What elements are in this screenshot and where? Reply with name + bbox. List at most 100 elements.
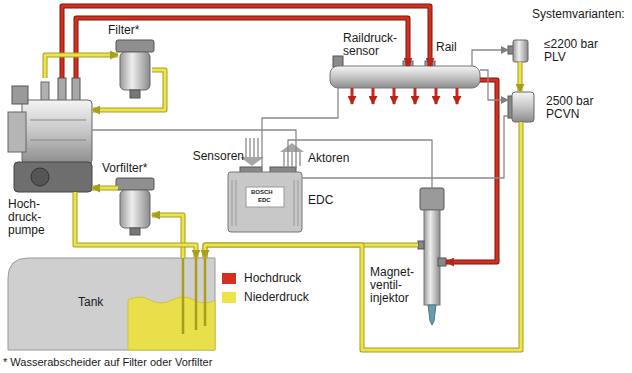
component-label: Hoch- druck- pumpe	[8, 198, 45, 237]
signal-arrows	[249, 138, 251, 158]
pump-illustration	[22, 100, 92, 164]
filter-illustration	[120, 52, 150, 90]
pump-illustration	[8, 78, 92, 192]
legend-swatch	[222, 273, 236, 284]
fuel-line-outline	[45, 55, 118, 78]
signal-arrows	[253, 138, 255, 158]
pump-illustration	[58, 78, 66, 102]
signal-arrows	[299, 151, 301, 166]
prefilter-illustration	[116, 178, 154, 190]
fuel-line	[92, 188, 118, 189]
legend-swatch	[222, 292, 236, 303]
fuel-line	[45, 55, 118, 78]
ecu-illustration	[294, 180, 295, 226]
pump-illustration	[31, 168, 49, 186]
pump-illustration	[12, 86, 28, 104]
signal-wire	[480, 70, 508, 100]
component-label: Rail	[436, 41, 457, 54]
filter-node: Filter*	[118, 40, 152, 98]
signal-wire	[288, 140, 432, 188]
signal-wire	[480, 70, 508, 100]
prefilter-node: Vorfilter*	[118, 178, 152, 235]
ecu-illustration	[246, 187, 284, 207]
fuel-line	[92, 70, 165, 110]
fuel-line-outline	[92, 70, 165, 110]
rail-outlet-arrows	[351, 88, 354, 104]
signal-wire	[288, 140, 432, 188]
signal-wire	[472, 50, 508, 66]
injector-illustration	[418, 241, 424, 249]
pump-node: Hoch- druck- pumpe	[8, 78, 92, 192]
tank-illustration	[8, 258, 215, 350]
component-label: 2500 bar PCVN	[546, 95, 608, 121]
fuel-line	[519, 62, 522, 92]
fuel-line	[520, 62, 521, 92]
rail-illustration	[330, 66, 480, 88]
fuel-line-outline	[76, 18, 408, 78]
prefilter-illustration	[120, 190, 150, 228]
injector-illustration	[428, 305, 436, 325]
brand-label: BOSCH	[251, 189, 273, 196]
ecu-illustration	[298, 180, 299, 226]
tank-illustration	[195, 258, 198, 330]
rail-outlet-arrows	[414, 88, 417, 104]
pump-illustration	[30, 140, 86, 141]
signal-arrows	[257, 138, 259, 158]
legend-text: Niederdruck	[244, 291, 309, 304]
fuel-line	[92, 70, 165, 110]
legend-text: Hochdruck	[244, 272, 301, 285]
signal-arrows	[245, 138, 247, 158]
fuel-line	[92, 187, 118, 190]
pump-illustration	[30, 120, 86, 121]
valve-icons	[512, 92, 534, 122]
fuel-line	[152, 215, 183, 258]
valve-node: ≤2200 bar PLV	[508, 38, 532, 62]
fuel-line	[62, 6, 430, 78]
rail-outlet-arrows	[372, 88, 375, 104]
signal-arrows	[291, 151, 293, 166]
injector-illustration	[418, 188, 446, 325]
signal-label: Sensoren	[193, 150, 244, 163]
component-label: Magnet- ventil- injektor	[370, 266, 414, 305]
fuel-line-outline	[62, 6, 430, 78]
ecu-illustration	[228, 167, 302, 232]
signal-arrows	[240, 138, 304, 166]
fuel-line-outline	[446, 80, 497, 262]
fuel-line	[76, 18, 408, 78]
signal-wire	[472, 50, 508, 66]
signal-wire	[302, 116, 508, 178]
rail-node: Rail	[330, 66, 480, 88]
fuel-line	[205, 122, 521, 350]
prefilter-illustration	[116, 178, 154, 235]
fuel-line	[75, 192, 196, 258]
variants-heading: Systemvarianten:	[532, 8, 625, 21]
injector-node: Magnet- ventil- injektor	[418, 188, 446, 325]
sensor-label: Raildruck- sensor	[343, 32, 397, 58]
ecu-illustration	[232, 180, 233, 226]
component-label: Vorfilter*	[102, 162, 147, 175]
fuel-line-outline	[205, 122, 521, 350]
component-label: Tank	[78, 296, 103, 309]
injector-illustration	[438, 258, 446, 266]
tank-node: Tank	[8, 258, 215, 350]
rail-outlet-arrows	[456, 88, 459, 104]
fuel-line-outline	[152, 215, 183, 258]
filter-illustration	[116, 40, 154, 52]
pump-illustration	[41, 82, 49, 102]
pump-illustration	[72, 78, 80, 102]
rail-outlet-arrows	[435, 88, 438, 104]
footnote: * Wasserabscheider auf Filter oder Vorfi…	[3, 356, 212, 369]
fuel-line	[62, 6, 430, 78]
component-label: ≤2200 bar PLV	[544, 38, 606, 64]
signal-label: Aktoren	[308, 152, 349, 165]
ecu-illustration	[236, 180, 237, 226]
component-label: EDC	[308, 194, 333, 207]
fuel-line	[76, 18, 408, 78]
fuel-line	[45, 55, 118, 78]
fuel-line	[205, 122, 521, 350]
component-label: Filter*	[108, 24, 139, 37]
valve-node: 2500 bar PCVN	[508, 92, 534, 122]
signal-arrows	[280, 143, 304, 152]
